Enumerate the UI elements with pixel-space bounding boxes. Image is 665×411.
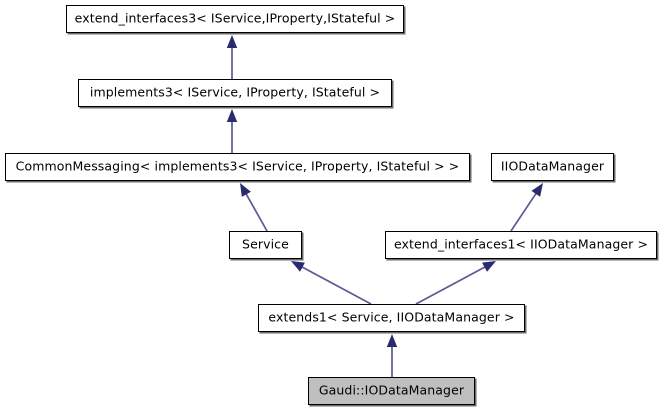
uml-class-node-IIODataManager[interactable]: IIODataManager [491,153,614,181]
uml-class-node-CommonMessaging[interactable]: CommonMessaging< implements3< IService, … [5,153,470,181]
arrowhead-extend_interfaces1-to-IIODataManager [531,183,543,197]
arrowhead-extends1-to-Service [291,261,305,272]
uml-class-label: implements3< IService, IProperty, IState… [89,84,381,100]
uml-class-node-Service[interactable]: Service [229,231,302,259]
uml-class-label: extend_interfaces3< IService,IProperty,I… [74,10,396,26]
arrowhead-implements3-to-extend_interfaces3 [226,35,238,48]
uml-class-label: extend_interfaces1< IIODataManager > [393,236,649,252]
edge-line-extends1-to-Service [300,265,372,305]
arrowhead-Service-to-CommonMessaging [240,183,251,197]
edge-line-Service-to-CommonMessaging [244,192,268,232]
uml-class-node-implements3[interactable]: implements3< IService, IProperty, IState… [78,79,392,107]
uml-class-label: CommonMessaging< implements3< IService, … [15,158,460,174]
uml-class-label: Service [242,236,289,252]
uml-class-node-Gaudi_IODataManager[interactable]: Gaudi::IODataManager [308,377,475,405]
arrowhead-CommonMessaging-to-implements3 [226,109,238,122]
uml-class-label: extends1< Service, IIODataManager > [268,309,515,325]
arrowhead-extends1-to-extend_interfaces1 [482,261,496,272]
uml-class-node-extends1[interactable]: extends1< Service, IIODataManager > [258,304,525,332]
arrowhead-Gaudi_IODataManager-to-extends1 [386,334,398,347]
edge-line-extend_interfaces1-to-IIODataManager [510,192,538,232]
uml-class-label: Gaudi::IODataManager [318,382,465,398]
uml-class-node-extend_interfaces1[interactable]: extend_interfaces1< IIODataManager > [385,231,657,259]
uml-class-label: IIODataManager [500,158,605,174]
edge-line-extends1-to-extend_interfaces1 [415,265,487,305]
uml-class-node-extend_interfaces3[interactable]: extend_interfaces3< IService,IProperty,I… [66,5,404,33]
